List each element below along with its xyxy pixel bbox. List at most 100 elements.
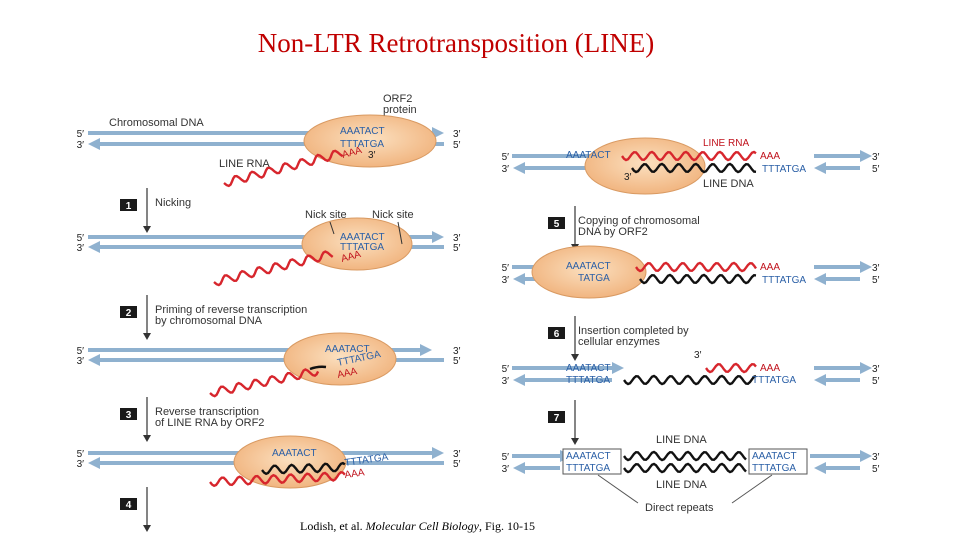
panel-a-bottom-5prime-label: 5′ bbox=[872, 164, 880, 175]
orf2-proteins bbox=[233, 114, 706, 489]
orf2-protein-a bbox=[584, 137, 706, 195]
panel-0-bottom-3prime-label: 3′ bbox=[77, 140, 85, 151]
line-rna-b bbox=[635, 261, 757, 273]
step-6-number: 6 bbox=[554, 329, 560, 340]
seq-bottom-1: TTTATGA bbox=[340, 242, 384, 253]
seq-bottom-d-right: TTTATGA bbox=[752, 463, 796, 474]
orf2-protein-2 bbox=[283, 332, 397, 386]
chrom-dna-bottom-2-arrowhead bbox=[88, 354, 100, 366]
panel-d-top-3prime-label: 3′ bbox=[872, 452, 880, 463]
seq-bottom-a: TTTATGA bbox=[762, 164, 806, 175]
orf2-label-line2: protein bbox=[383, 104, 417, 116]
line-rna-label-right: LINE RNA bbox=[703, 138, 749, 149]
page-title: Non-LTR Retrotransposition (LINE) bbox=[257, 28, 655, 58]
chrom-dna-top-c-arrowhead bbox=[612, 362, 624, 374]
seq-bottom-0: TTTATGA bbox=[340, 139, 384, 150]
step-5-text-line2: DNA by ORF2 bbox=[578, 226, 648, 238]
chrom-dna-top-2-arrowhead bbox=[420, 344, 432, 356]
step-5-number: 5 bbox=[554, 219, 560, 230]
panel-3-bottom-3prime-label: 3′ bbox=[77, 459, 85, 470]
panel-1-bottom-3prime-label: 3′ bbox=[77, 243, 85, 254]
line-rna-0 bbox=[223, 149, 344, 188]
chrom-dna-bottom-a-right-arrowhead bbox=[814, 162, 826, 174]
seq-top-2: AAATACT bbox=[325, 344, 370, 355]
figure-caption: Lodish, et al. Molecular Cell Biology, F… bbox=[300, 519, 600, 534]
step-2-arrow-head bbox=[143, 333, 151, 340]
chromosomal-dna-label: Chromosomal DNA bbox=[109, 117, 204, 129]
new-dna-primer-2 bbox=[309, 365, 327, 371]
step-1-box bbox=[120, 199, 137, 211]
nucleic-acid-waves bbox=[209, 149, 757, 488]
panel-3-top-5prime-label: 5′ bbox=[77, 449, 85, 460]
caption-prefix: Lodish, et al. bbox=[300, 519, 366, 533]
line-dna-label-bottom: LINE DNA bbox=[656, 479, 707, 491]
seq-top-3: AAATACT bbox=[272, 448, 317, 459]
panel-3-top-3prime-label: 3′ bbox=[453, 449, 461, 460]
chrom-dna-bottom-c-arrowhead bbox=[513, 374, 525, 386]
chrom-dna-bottom-d-right-arrowhead bbox=[814, 462, 826, 474]
line-rna-a bbox=[621, 150, 757, 162]
nick-site-label-1: Nick site bbox=[305, 209, 347, 221]
panel-0-top-3prime-label: 3′ bbox=[453, 129, 461, 140]
panel-3-bottom-5prime-label: 5′ bbox=[453, 459, 461, 470]
orf2-protein-0 bbox=[303, 114, 437, 168]
panel-2-bottom-3prime-label: 3′ bbox=[77, 356, 85, 367]
panel-1-top-5prime-label: 5′ bbox=[77, 233, 85, 244]
chrom-dna-top-a-right-arrowhead bbox=[860, 150, 872, 162]
panel-a-bottom-3prime-label: 3′ bbox=[502, 164, 510, 175]
step-3-text-line2: of LINE RNA by ORF2 bbox=[155, 417, 264, 429]
panel-c-bottom-5prime-label: 5′ bbox=[872, 376, 880, 387]
seq-top-b: AAATACT bbox=[566, 261, 611, 272]
direct-repeats-label: Direct repeats bbox=[645, 502, 714, 514]
chrom-dna-top-c-right-arrowhead bbox=[860, 362, 872, 374]
poly-a-a: AAA bbox=[760, 151, 780, 162]
seq-top-d-right: AAATACT bbox=[752, 451, 797, 462]
panel-c-top-5prime-label: 5′ bbox=[502, 364, 510, 375]
caption-book: Molecular Cell Biology bbox=[365, 519, 479, 533]
direct-repeat-box-right bbox=[748, 448, 808, 475]
rna-3prime-label-c: 3′ bbox=[694, 350, 702, 361]
seq-top-0: AAATACT bbox=[340, 126, 385, 137]
chrom-dna-top-3-arrowhead bbox=[432, 447, 444, 459]
seq-bottom-b: TATGA bbox=[578, 273, 610, 284]
orf2-protein-3 bbox=[233, 435, 347, 489]
step-7-number: 7 bbox=[554, 413, 560, 424]
seq-bottom-d-left: TTTATGA bbox=[566, 463, 610, 474]
panel-c-bottom-3prime-label: 3′ bbox=[502, 376, 510, 387]
step-6-text-line2: cellular enzymes bbox=[578, 336, 660, 348]
line-dna-d-top bbox=[623, 450, 747, 462]
panel-b-top-5prime-label: 5′ bbox=[502, 263, 510, 274]
step-6-arrow-head bbox=[571, 354, 579, 361]
panel-0-bottom-5prime-label: 5′ bbox=[453, 140, 461, 151]
panel-b-top-3prime-label: 3′ bbox=[872, 263, 880, 274]
poly-a-3: AAA bbox=[344, 467, 366, 481]
chrom-dna-top-b-right-arrowhead bbox=[860, 261, 872, 273]
panel-2-top-5prime-label: 5′ bbox=[77, 346, 85, 357]
panel-d-bottom-5prime-label: 5′ bbox=[872, 464, 880, 475]
poly-a-0: AAA bbox=[341, 145, 363, 161]
poly-a-1: AAA bbox=[340, 249, 362, 265]
poly-a-c: AAA bbox=[760, 363, 780, 374]
chrom-dna-bottom-c-right-arrowhead bbox=[814, 374, 826, 386]
step-3-box bbox=[120, 408, 137, 420]
step-3-number: 3 bbox=[126, 410, 132, 421]
line-dna-label-top: LINE DNA bbox=[656, 434, 707, 446]
line-rna-2 bbox=[209, 368, 320, 398]
chrom-dna-bottom-b-right-arrowhead bbox=[814, 273, 826, 285]
panel-d-top-5prime-label: 5′ bbox=[502, 452, 510, 463]
chrom-dna-bottom-0-arrowhead bbox=[88, 138, 100, 150]
step-7-arrow-head bbox=[571, 438, 579, 445]
step-5-box bbox=[548, 217, 565, 229]
step-1-arrow-head bbox=[143, 226, 151, 233]
chrom-dna-bottom-3-arrowhead bbox=[88, 457, 100, 469]
line-dna-c bbox=[623, 374, 757, 386]
orf2-protein-1 bbox=[301, 217, 413, 271]
panel-d-bottom-3prime-label: 3′ bbox=[502, 464, 510, 475]
line-dna-label-right: LINE DNA bbox=[703, 178, 754, 190]
panel-b-bottom-3prime-label: 3′ bbox=[502, 275, 510, 286]
line-dna-d-bottom bbox=[623, 462, 747, 474]
step-3-text-line1: Reverse transcription bbox=[155, 406, 259, 418]
panel-2-bottom-5prime-label: 5′ bbox=[453, 356, 461, 367]
dna-3prime-label-a: 3′ bbox=[624, 172, 632, 183]
